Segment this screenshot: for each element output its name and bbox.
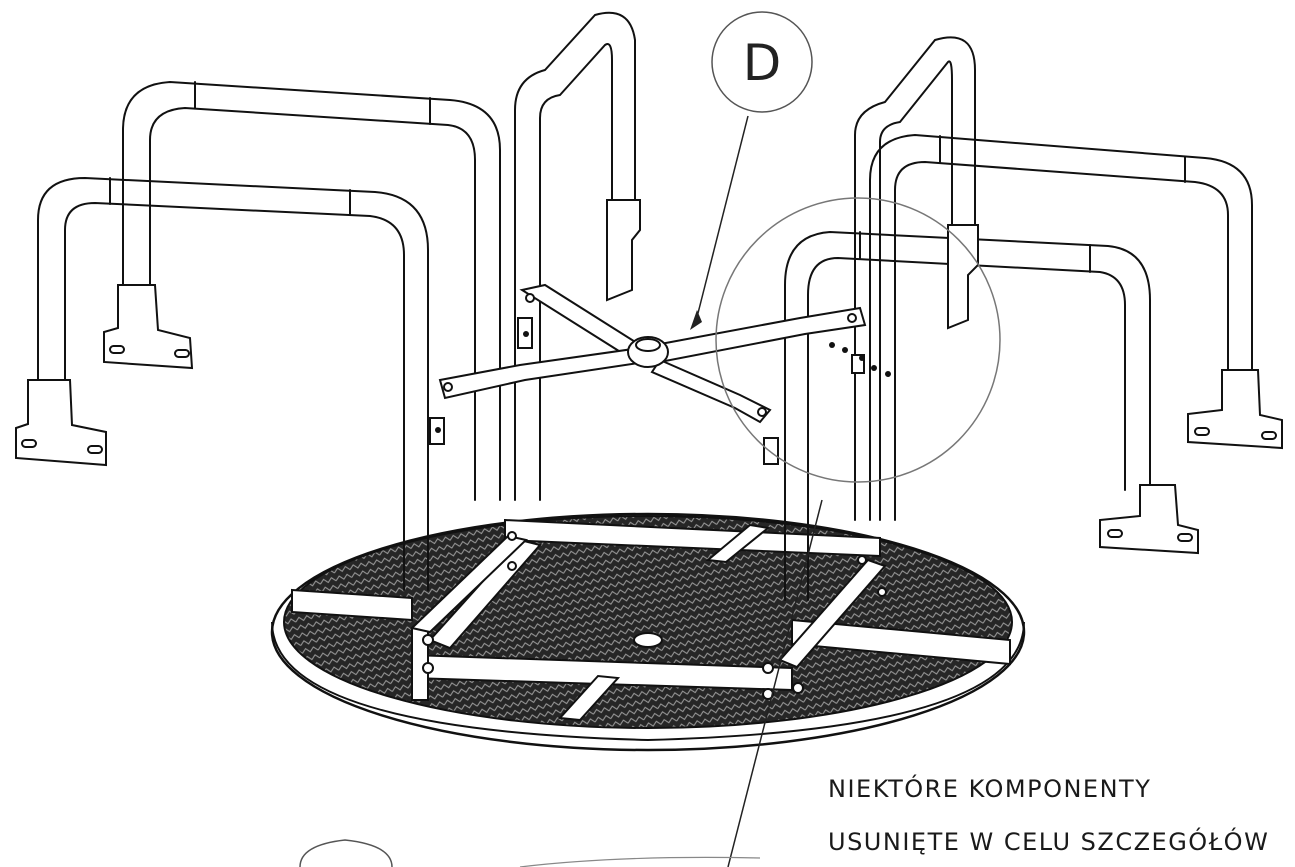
leader-line-bottom — [727, 499, 823, 867]
detail-edge-arc — [519, 856, 761, 867]
platform-mesh-deck — [283, 515, 1013, 729]
handle-back-left — [122, 80, 501, 501]
callout-bubble-bottom — [299, 839, 393, 867]
brackets — [429, 317, 865, 465]
callout-bubble-top — [711, 11, 813, 113]
plate-slots — [21, 345, 1277, 542]
corner-bolts — [422, 531, 887, 700]
handle-back-center — [514, 11, 636, 501]
handle-right-center — [854, 36, 976, 521]
deck-frame — [291, 518, 1011, 722]
detail-circle — [715, 197, 1001, 483]
mounting-plates — [15, 199, 1283, 555]
handle-front-left — [37, 176, 429, 591]
note-line-1: NIEKTÓRE KOMPONENTY — [828, 775, 1152, 803]
handle-bars — [37, 11, 1253, 601]
center-hub — [633, 632, 663, 648]
platform — [270, 512, 1026, 752]
handle-back-right — [869, 133, 1253, 521]
hardware-bolts — [435, 331, 891, 433]
leader-arrowhead — [690, 310, 702, 330]
cross-brace — [438, 283, 867, 424]
callout-label-top: D — [743, 34, 782, 92]
leader-line-top — [694, 115, 749, 326]
note-line-2: USUNIĘTE W CELU SZCZEGÓŁÓW — [828, 828, 1270, 856]
detail-callout: D — [299, 11, 1001, 867]
